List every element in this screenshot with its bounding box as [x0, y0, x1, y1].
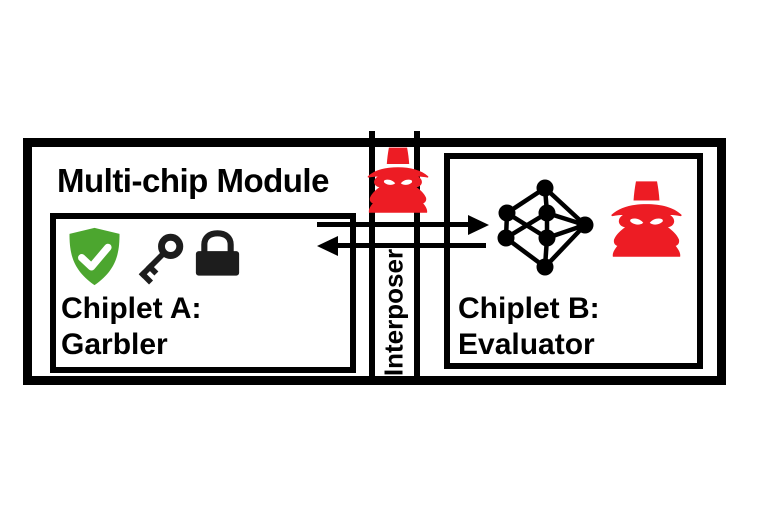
network-graph-icon [497, 179, 594, 276]
shield-shape [69, 227, 120, 286]
module-title: Multi-chip Module [57, 162, 329, 199]
key-shaft [138, 249, 168, 279]
spy-body [368, 168, 428, 213]
lock-shackle [201, 230, 234, 254]
lock-body [195, 251, 240, 276]
key-tooth [138, 270, 154, 285]
chiplet-b-label: Chiplet B: Evaluator [458, 291, 600, 363]
spy-body [612, 205, 681, 257]
chiplet-a-subtitle: Garbler [61, 328, 168, 361]
chiplet-b-subtitle: Evaluator [458, 328, 595, 361]
graph-nodes [497, 179, 594, 276]
spy-hat-crown [386, 147, 410, 165]
lock-icon [195, 230, 240, 276]
chiplet-b-title: Chiplet B: [458, 292, 600, 325]
check-mark [78, 243, 112, 271]
spy-hat-brim [367, 167, 429, 178]
spy-hat-brim [611, 204, 682, 217]
shield-check-icon [69, 227, 120, 286]
spy-eye-right [649, 218, 663, 225]
chiplet-a-box [50, 213, 356, 373]
spy-eye-left [630, 218, 644, 225]
spy-eye-right [400, 179, 413, 185]
chiplet-a-title: Chiplet A: [61, 292, 202, 325]
arrow-a-to-b-shaft [317, 222, 470, 227]
chiplet-b-box [444, 153, 703, 369]
spy-icon [611, 181, 682, 257]
spy-hat-crown [633, 181, 660, 201]
spy-icon [367, 147, 429, 213]
arrow-b-to-a-head [317, 236, 338, 256]
key-tooth [145, 263, 159, 276]
key-icon [138, 233, 184, 285]
interposer-strip-right-line [414, 131, 420, 383]
arrow-a-to-b-head [468, 215, 489, 235]
arrow-b-to-a-shaft [336, 243, 486, 248]
spy-eye-left [383, 179, 396, 185]
chiplet-a-label: Chiplet A: Garbler [61, 291, 202, 363]
interposer-label: Interposer [378, 248, 409, 377]
interposer-strip-left-line [369, 131, 375, 383]
graph-edges [503, 186, 587, 269]
